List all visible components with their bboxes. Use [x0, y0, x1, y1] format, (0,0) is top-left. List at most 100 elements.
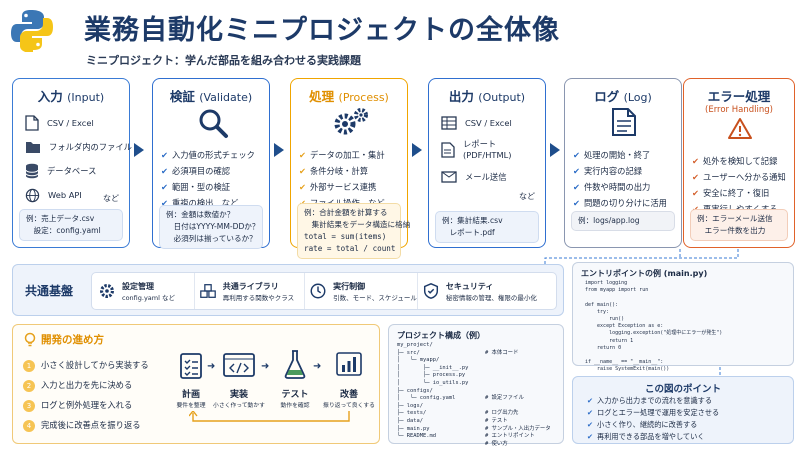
input-item-db: データベース	[13, 159, 129, 183]
input-box: 入力 (Input) CSV / Excel フォルダ内のファイル データベース…	[12, 78, 132, 248]
points-title: この図のポイント	[644, 384, 721, 395]
log-list: ✔処理の開始・終了 ✔実行内容の記録 ✔件数や時間の出力 ✔問題の切り分けに活用	[565, 147, 681, 211]
database-icon	[25, 163, 39, 179]
cycle-arrow	[189, 411, 350, 422]
list-item: ✔処外を検知して記録	[692, 156, 778, 166]
infra-item-library: 共通ライブラリ再利用する関数やクラス	[193, 273, 304, 309]
input-heading: 入力 (Input)	[13, 86, 129, 105]
checklist-icon	[180, 353, 202, 379]
python-logo-icon	[11, 10, 53, 52]
input-item-folder: フォルダ内のファイル	[13, 135, 132, 159]
output-item-mail: メール送信	[429, 165, 545, 189]
list-item: ✔外部サービス連携	[299, 182, 377, 192]
input-etc: など	[103, 194, 119, 203]
input-title: 入力	[37, 89, 63, 104]
mail-icon	[441, 171, 457, 183]
log-example: 例：logs/app.log	[571, 211, 675, 231]
validate-heading: 検証 (Validate)	[169, 89, 253, 104]
process-box: 処理 (Process) ✔データの加工・集計 ✔条件分岐・計算 ✔外部サービス…	[290, 78, 410, 259]
flow-test: テスト動作を確認	[280, 390, 310, 409]
folder-icon	[26, 142, 40, 153]
process-heading: 処理 (Process)	[309, 89, 389, 104]
page-subtitle: ミニプロジェクト：学んだ部品を組み合わせる実践課題	[86, 54, 361, 67]
flow-arrow-icon: ➜	[261, 361, 270, 372]
flow-implement: 実装小さく作って動かす	[213, 390, 265, 409]
table-icon	[441, 116, 457, 130]
entry-panel: エントリポイントの例 (main.py) import logging from…	[572, 262, 794, 372]
entry-code: import logging from myapp import run def…	[585, 280, 723, 373]
shield-icon	[423, 283, 438, 299]
lightbulb-icon	[24, 332, 36, 347]
flow-plan: 計画要件を整理	[176, 390, 206, 409]
gears-icon	[334, 108, 368, 135]
input-sub: (Input)	[67, 91, 105, 104]
points-panel: この図のポイント ✔入力から出力までの流れを意識する ✔ログとエラー処理で運用を…	[572, 376, 794, 444]
globe-icon	[25, 188, 40, 202]
list-item: ✔再利用できる部品を増やしていく	[587, 432, 705, 441]
flow-arrow-icon: ➜	[207, 361, 216, 372]
flow-arrow	[412, 143, 422, 157]
error-list: ✔処外を検知して記録 ✔ユーザーへ分かる通知 ✔安全に終了・復旧 ✔再実行しやす…	[684, 153, 794, 217]
list-item: ✔必須項目の確認	[161, 166, 231, 176]
magnifier-icon	[199, 109, 228, 138]
points-list: ✔入力から出力までの流れを意識する ✔ログとエラー処理で運用を安定させる ✔小さ…	[587, 395, 719, 443]
flask-icon	[284, 350, 306, 379]
blocks-icon	[199, 284, 216, 298]
flow-arrow	[274, 143, 284, 157]
error-example: 例：エラーメール送信 エラー件数を出力	[690, 209, 788, 241]
list-item: ✔ユーザーへ分かる通知	[692, 172, 786, 182]
list-item: ✔データの加工・集計	[299, 150, 385, 160]
output-item-report: レポート(PDF/HTML)	[429, 135, 545, 165]
structure-notes: # 本体コード # 設定ファイル # ログ出力先 # テスト # サンプル・入出…	[485, 349, 551, 447]
input-example: 例：売上データ.csv 設定：config.yaml	[19, 209, 123, 241]
log-document-icon	[612, 108, 636, 136]
output-box: 出力 (Output) CSV / Excel レポート(PDF/HTML) メ…	[428, 78, 546, 248]
infra-item-control: 実行制御引数、モード、スケジュール	[304, 273, 417, 309]
warning-icon	[728, 118, 752, 139]
output-etc: など	[519, 192, 535, 201]
infra-item-security: セキュリティ秘密情報の管理、権限の最小化	[416, 273, 556, 309]
file-icon	[25, 115, 39, 131]
infra-label: 共通基盤	[25, 284, 74, 298]
code-window-icon	[223, 353, 255, 377]
log-box: ログ (Log) ✔処理の開始・終了 ✔実行内容の記録 ✔件数や時間の出力 ✔問…	[564, 78, 682, 248]
input-item-csv: CSV / Excel	[13, 111, 129, 135]
error-sub: (Error Handling)	[705, 105, 773, 115]
list-item: ✔条件分岐・計算	[299, 166, 369, 176]
list-item: ✔入力値の形式チェック	[161, 150, 255, 160]
flow-improve: 改善振り返って良くする	[323, 390, 375, 409]
list-item: ✔ログとエラー処理で運用を安定させる	[587, 408, 720, 417]
process-list: ✔データの加工・集計 ✔条件分岐・計算 ✔外部サービス連携 ✔ファイル操作 など	[291, 147, 407, 211]
validate-example: 例：金額は数値か？ 日付はYYYY-MM-DDか？ 必須列は揃っているか？	[159, 205, 263, 249]
validate-box: 検証 (Validate) ✔入力値の形式チェック ✔必須項目の確認 ✔範囲・型…	[152, 78, 270, 249]
flow-arrow-icon: ➜	[313, 361, 322, 372]
structure-tree: my_project/ ├─ src/ │ └─ myapp/ │ ├─ __i…	[397, 342, 469, 440]
bar-chart-icon	[336, 352, 362, 376]
entry-title: エントリポイントの例 (main.py)	[581, 269, 708, 278]
structure-title: プロジェクト構成（例）	[397, 331, 485, 340]
list-item: ✔安全に終了・復旧	[692, 188, 770, 198]
list-item: ✔重複の検出 など	[161, 198, 239, 208]
input-item-api: Web API	[13, 183, 129, 207]
structure-panel: プロジェクト構成（例） my_project/ ├─ src/ │ └─ mya…	[388, 324, 564, 447]
flow-arrow	[550, 143, 560, 157]
output-item-csv: CSV / Excel	[429, 111, 545, 135]
list-item: ✔問題の切り分けに活用	[573, 198, 667, 208]
page-title: 業務自動化ミニプロジェクトの全体像	[84, 15, 560, 46]
log-heading: ログ (Log)	[594, 89, 652, 104]
flow-arrow	[134, 143, 144, 157]
list-item: ✔入力から出力までの流れを意識する	[587, 396, 713, 405]
steps-title: 開発の進め方	[41, 334, 104, 346]
error-box: エラー処理 (Error Handling) ✔処外を検知して記録 ✔ユーザーへ…	[683, 78, 795, 248]
gear-icon	[100, 284, 114, 298]
